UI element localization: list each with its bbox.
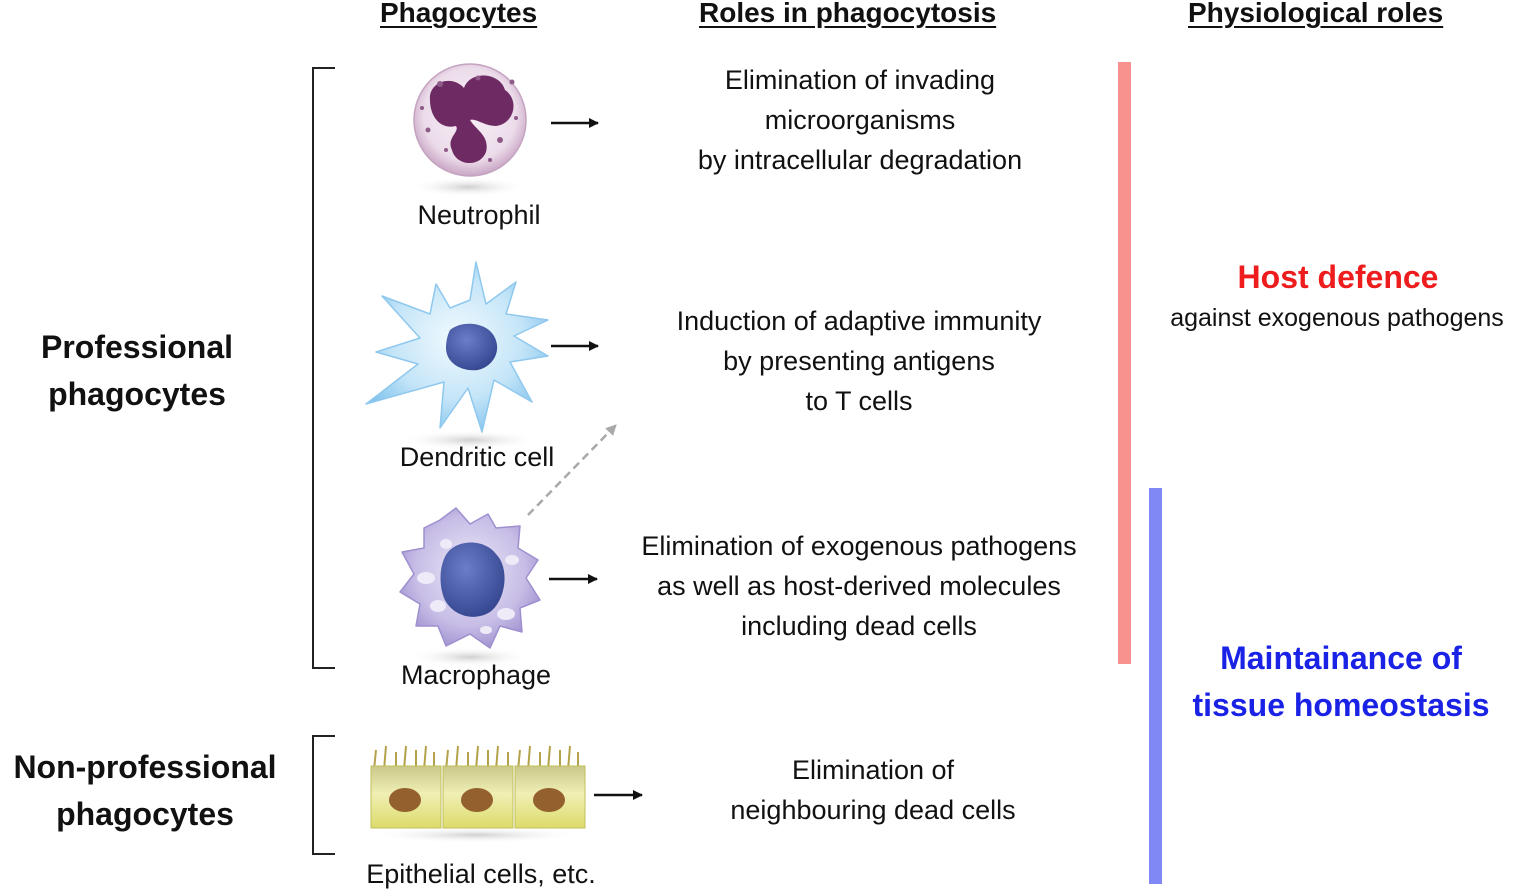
category-non-professional-line1: Non-professional: [13, 749, 277, 785]
dendritic-cell-icon: [365, 261, 549, 450]
homeostasis-bar: [1149, 488, 1162, 884]
role-epithelial-line1: Elimination of: [791, 755, 955, 785]
macrophage-icon: [399, 507, 541, 667]
role-neutrophil: Elimination of invading microorganisms b…: [640, 60, 1080, 180]
macrophage-to-dendritic-dashed-arrow: [527, 424, 617, 516]
host-defence-bar: [1118, 62, 1131, 664]
role-dendritic-line2: by presenting antigens: [723, 346, 995, 376]
non-professional-bracket: [312, 735, 335, 855]
role-neutrophil-line1: Elimination of invading: [724, 65, 996, 95]
role-neutrophil-line2: microorganisms: [764, 105, 956, 135]
role-epithelial: Elimination of neighbouring dead cells: [680, 750, 1066, 830]
role-dendritic-line3: to T cells: [805, 386, 913, 416]
category-non-professional-line2: phagocytes: [56, 796, 234, 832]
role-neutrophil-line3: by intracellular degradation: [697, 145, 1023, 175]
role-epithelial-line2: neighbouring dead cells: [730, 795, 1016, 825]
professional-bracket: [312, 67, 335, 669]
homeostasis-line1: Maintainance of: [1220, 640, 1462, 676]
epithelial-cells-icon: [366, 745, 586, 843]
homeostasis-title: Maintainance of tissue homeostasis: [1168, 635, 1514, 729]
host-defence-title: Host defence: [1237, 259, 1439, 295]
role-macrophage-line3: including dead cells: [741, 611, 977, 641]
category-professional: Professional phagocytes: [0, 324, 274, 418]
role-macrophage-line2: as well as host-derived molecules: [657, 571, 1061, 601]
header-roles: Roles in phagocytosis: [699, 0, 997, 28]
label-epithelial-cells: Epithelial cells, etc.: [366, 859, 596, 889]
label-macrophage: Macrophage: [400, 660, 552, 690]
host-defence-subtitle: against exogenous pathogens: [1170, 304, 1504, 332]
category-professional-line1: Professional: [40, 329, 234, 365]
role-dendritic: Induction of adaptive immunity by presen…: [630, 301, 1088, 421]
homeostasis-line2: tissue homeostasis: [1192, 687, 1490, 723]
label-neutrophil: Neutrophil: [417, 200, 541, 230]
category-professional-line2: phagocytes: [48, 376, 226, 412]
role-macrophage: Elimination of exogenous pathogens as we…: [600, 526, 1118, 646]
header-physiological: Physiological roles: [1188, 0, 1444, 28]
label-dendritic-cell: Dendritic cell: [399, 442, 555, 472]
category-non-professional: Non-professional phagocytes: [0, 744, 290, 838]
neutrophil-icon: [408, 63, 528, 197]
header-phagocytes: Phagocytes: [380, 0, 538, 28]
role-macrophage-line1: Elimination of exogenous pathogens: [641, 531, 1077, 561]
role-dendritic-line1: Induction of adaptive immunity: [676, 306, 1042, 336]
